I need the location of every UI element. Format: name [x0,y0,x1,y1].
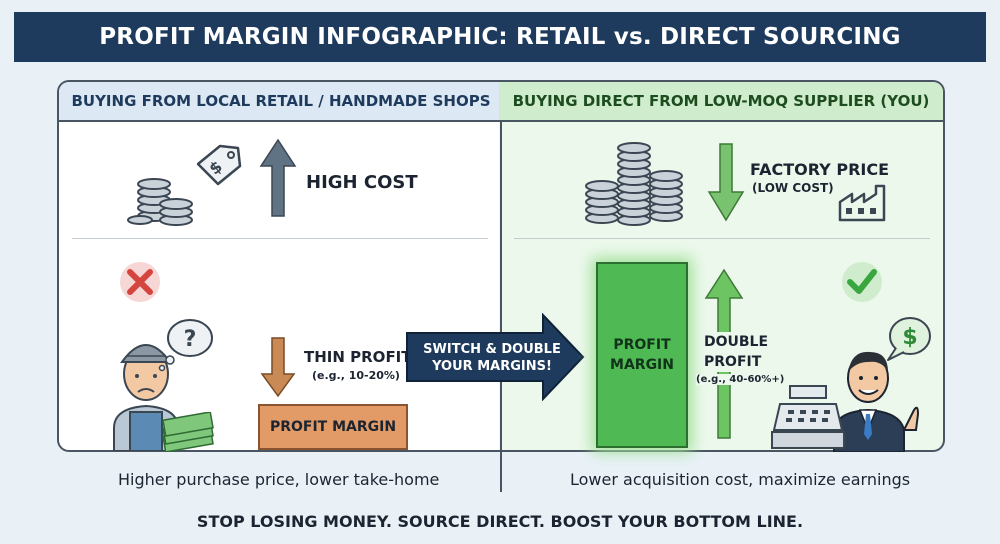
dollar-bubble-symbol: $ [902,325,917,350]
switch-arrow-label: SWITCH & DOUBLE YOUR MARGINS! [418,341,566,375]
profit-bar-line-2: MARGIN [610,357,674,373]
factory-icon [838,184,886,222]
direct-divider [514,238,930,239]
worker-icon [113,344,179,451]
price-tag-icon: $ [196,144,242,186]
center-divider [500,122,502,492]
low-cost-label: (LOW COST) [752,181,834,195]
thin-profit-label: THIN PROFIT [304,348,412,366]
thought-symbol: ? [184,327,197,352]
double-label: DOUBLE [704,332,769,352]
thin-profit-percent: (e.g., 10-20%) [312,369,400,382]
retail-divider [72,238,488,239]
dollar-bubble-icon: $ [887,317,931,361]
profit-label: PROFIT [704,352,762,372]
cross-icon [120,262,160,302]
footer-tagline: STOP LOSING MONEY. SOURCE DIRECT. BOOST … [196,512,804,531]
switch-line-1: SWITCH & DOUBLE [423,342,561,357]
cash-register-icon [771,385,845,449]
down-arrow-icon [707,143,745,222]
direct-caption: Lower acquisition cost, maximize earning… [570,470,911,489]
switch-line-2: YOUR MARGINS! [432,359,552,374]
profit-bar-line-1: PROFIT [613,337,671,353]
factory-price-label: FACTORY PRICE [750,160,890,179]
cash-icon [162,412,214,452]
double-profit-percent: (e.g., 40-60%+) [696,374,785,385]
thought-bubble-icon: ? [158,319,213,372]
retail-caption: Higher purchase price, lower take-home [118,470,440,489]
coin-stack-icon [585,142,683,226]
switch-arrow-icon [406,313,585,401]
thin-profit-bar: PROFIT MARGIN [258,404,408,450]
down-arrow-icon [260,337,296,398]
page-title: PROFIT MARGIN INFOGRAPHIC: RETAIL vs. DI… [14,12,986,62]
check-icon [842,262,882,302]
up-arrow-icon [259,138,297,217]
retail-panel-header: BUYING FROM LOCAL RETAIL / HANDMADE SHOP… [59,82,503,122]
profit-margin-bar: PROFIT MARGIN [596,262,688,448]
high-cost-label: HIGH COST [306,172,418,193]
direct-panel-header: BUYING DIRECT FROM LOW-MOQ SUPPLIER (YOU… [499,82,943,122]
coin-stack-icon [127,178,193,226]
